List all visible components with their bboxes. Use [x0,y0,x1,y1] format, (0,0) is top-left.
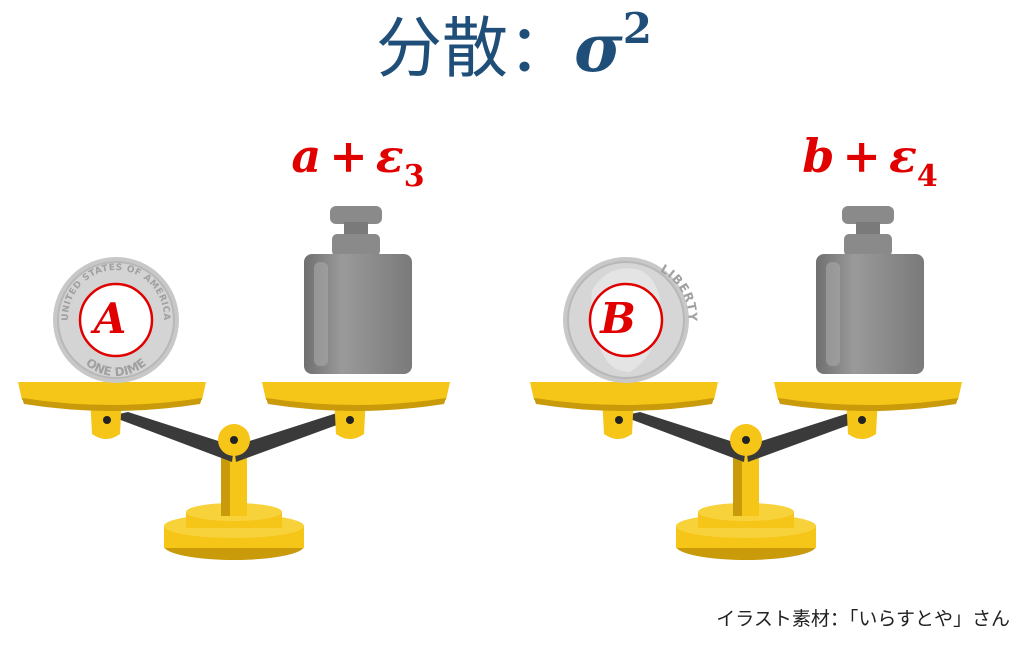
right-formula-operator: + [842,129,881,183]
right-scale-base [676,503,816,560]
left-weight [304,206,412,374]
left-formula-subscript: 3 [403,159,425,194]
left-scale: UNITED STATES OF AMERICA ONE DIME [18,206,450,560]
left-scale-pan-left [18,382,206,407]
right-scale-arm-right [746,412,868,462]
title-sigma-symbol: σ [574,9,623,87]
right-formula-subscript: 4 [916,159,938,194]
left-formula-operator: + [329,129,368,183]
right-scale-arm-left [622,412,746,462]
page-title: 分散：σ2 [0,4,1028,93]
right-scale-pan-left [530,382,718,407]
left-scale-base [164,503,304,560]
coin-a: UNITED STATES OF AMERICA ONE DIME [53,257,179,383]
coin-a-label: A [93,294,127,343]
right-scale-pan-right [774,382,962,407]
right-formula-epsilon: ε [888,129,917,183]
right-weight [816,206,924,374]
svg-text:ONE DIME: ONE DIME [83,356,148,380]
left-formula: a+ε3 [228,124,488,192]
left-scale-arm-right [234,412,356,462]
left-formula-epsilon: ε [375,129,404,183]
coin-a-engraving-bottom: ONE DIME [83,356,148,380]
left-scale-arm-left [110,412,234,462]
title-text: 分散： [376,10,575,87]
right-scale: LIBERTY [530,206,962,560]
coin-b: LIBERTY [563,257,699,383]
left-formula-variable: a [291,129,322,183]
right-formula-variable: b [802,129,835,183]
title-exponent: 2 [622,4,652,53]
illustration-credit: イラスト素材：「いらすとや」さん [716,608,1010,630]
coin-b-label: B [600,294,636,343]
left-scale-pan-right [262,382,450,407]
right-formula: b+ε4 [740,124,1000,192]
